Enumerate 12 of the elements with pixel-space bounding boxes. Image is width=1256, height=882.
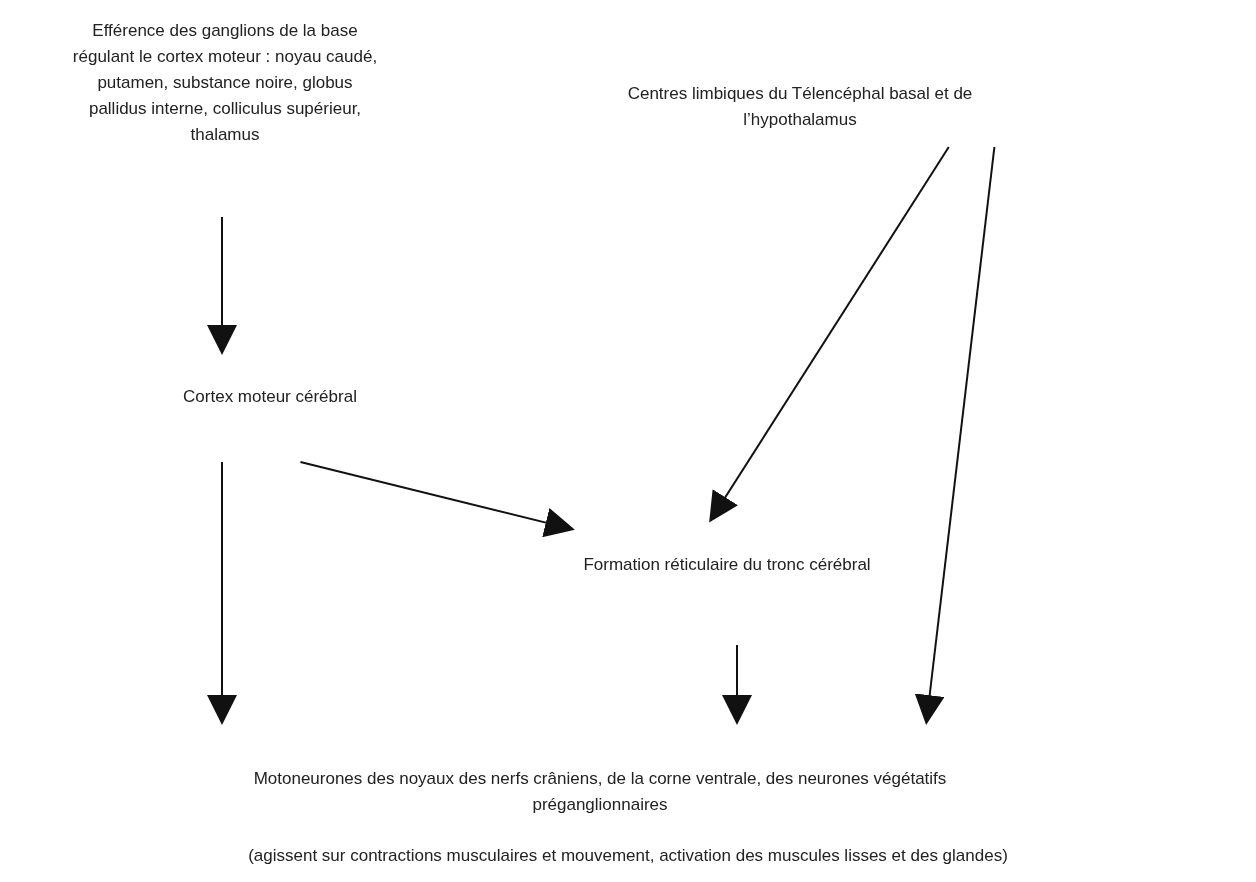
arrow <box>207 216 237 355</box>
arrow <box>207 461 237 725</box>
arrow <box>709 146 950 523</box>
arrow <box>722 644 752 725</box>
node-text: Efférence des ganglions de la base régulant le cortex moteur : noyau caudé, putamen, substance noire, globus pallidus interne, colliculus supérieur, thalamus <box>71 20 379 146</box>
node-text: Cortex moteur cérébral <box>183 386 357 408</box>
node-text: Centres limbiques du Télencéphal basal et de l’hypothalamus <box>626 83 974 131</box>
node-text: Motoneurones des noyaux des nerfs crâniens, de la corne ventrale, des neurones végétatifs préganglionnaires <box>252 768 948 816</box>
arrow <box>914 146 996 725</box>
note-text: (agissent sur contractions musculaires et mouvement, activation des muscules lisses et des glandes) <box>247 845 1009 867</box>
node-text: Formation réticulaire du tronc cérébral <box>583 554 871 576</box>
arrow <box>299 461 575 538</box>
